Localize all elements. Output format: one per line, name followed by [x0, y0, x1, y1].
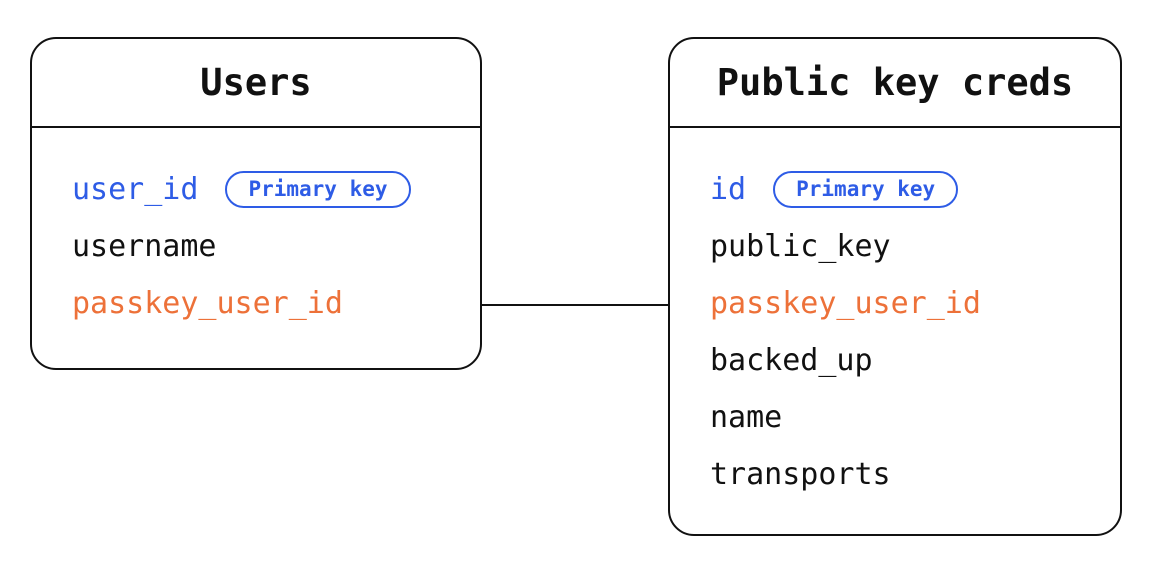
field-name: passkey_user_id — [710, 285, 981, 321]
field-name: transports — [710, 456, 891, 492]
primary-key-badge: Primary key — [225, 171, 411, 208]
field-row-passkey-user-id: passkey_user_id — [72, 275, 480, 332]
field-row-id: id Primary key — [710, 161, 1120, 218]
primary-key-badge: Primary key — [773, 171, 959, 208]
table-public-key-creds-title: Public key creds — [716, 61, 1074, 104]
field-row-name: name — [710, 389, 1120, 446]
table-public-key-creds-header: Public key creds — [670, 39, 1120, 128]
field-row-transports: transports — [710, 446, 1120, 503]
table-users-header: Users — [32, 39, 480, 128]
field-row-username: username — [72, 218, 480, 275]
field-name: backed_up — [710, 342, 873, 378]
field-name: passkey_user_id — [72, 285, 343, 321]
relationship-line — [482, 304, 668, 306]
field-name: user_id — [72, 171, 199, 207]
table-public-key-creds: Public key creds id Primary key public_k… — [668, 37, 1122, 536]
field-row-passkey-user-id: passkey_user_id — [710, 275, 1120, 332]
field-row-backed-up: backed_up — [710, 332, 1120, 389]
table-users-title: Users — [200, 61, 312, 104]
table-users-fields: user_id Primary key username passkey_use… — [32, 128, 480, 332]
field-name: public_key — [710, 228, 891, 264]
field-row-user-id: user_id Primary key — [72, 161, 480, 218]
table-users: Users user_id Primary key username passk… — [30, 37, 482, 370]
field-name: name — [710, 399, 783, 435]
field-row-public-key: public_key — [710, 218, 1120, 275]
field-name: username — [72, 228, 217, 264]
table-public-key-creds-fields: id Primary key public_key passkey_user_i… — [670, 128, 1120, 503]
field-name: id — [710, 171, 747, 207]
